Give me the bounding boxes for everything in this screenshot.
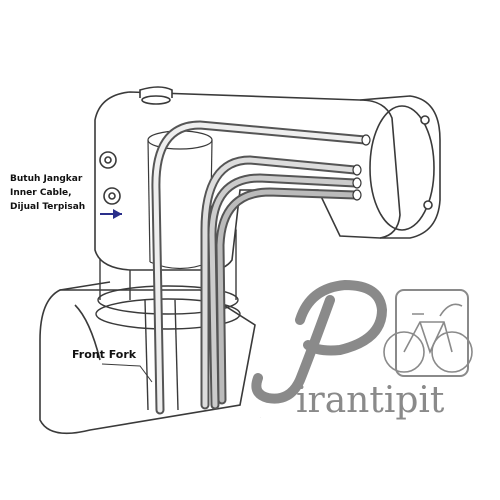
brand-initial-swash	[251, 279, 388, 404]
front-fork-label: Front Fork	[72, 348, 137, 361]
brand-logo: P irantipit	[251, 279, 445, 421]
callout-line-2: Inner Cable,	[10, 188, 72, 198]
frame-outline	[39, 281, 256, 435]
bicycle-logo-icon	[383, 289, 473, 377]
front-fork-leader-line	[101, 363, 153, 383]
callout-arrow	[100, 209, 122, 219]
callout-text: Butuh Jangkar Inner Cable, Dijual Terpis…	[10, 174, 85, 212]
callout-line-1: Butuh Jangkar	[10, 174, 83, 184]
callout-line-3: Dijual Terpisah	[10, 202, 85, 212]
brand-initial: P	[260, 417, 261, 419]
brand-wordmark: irantipit	[296, 380, 445, 421]
inner-cables	[151, 120, 371, 415]
